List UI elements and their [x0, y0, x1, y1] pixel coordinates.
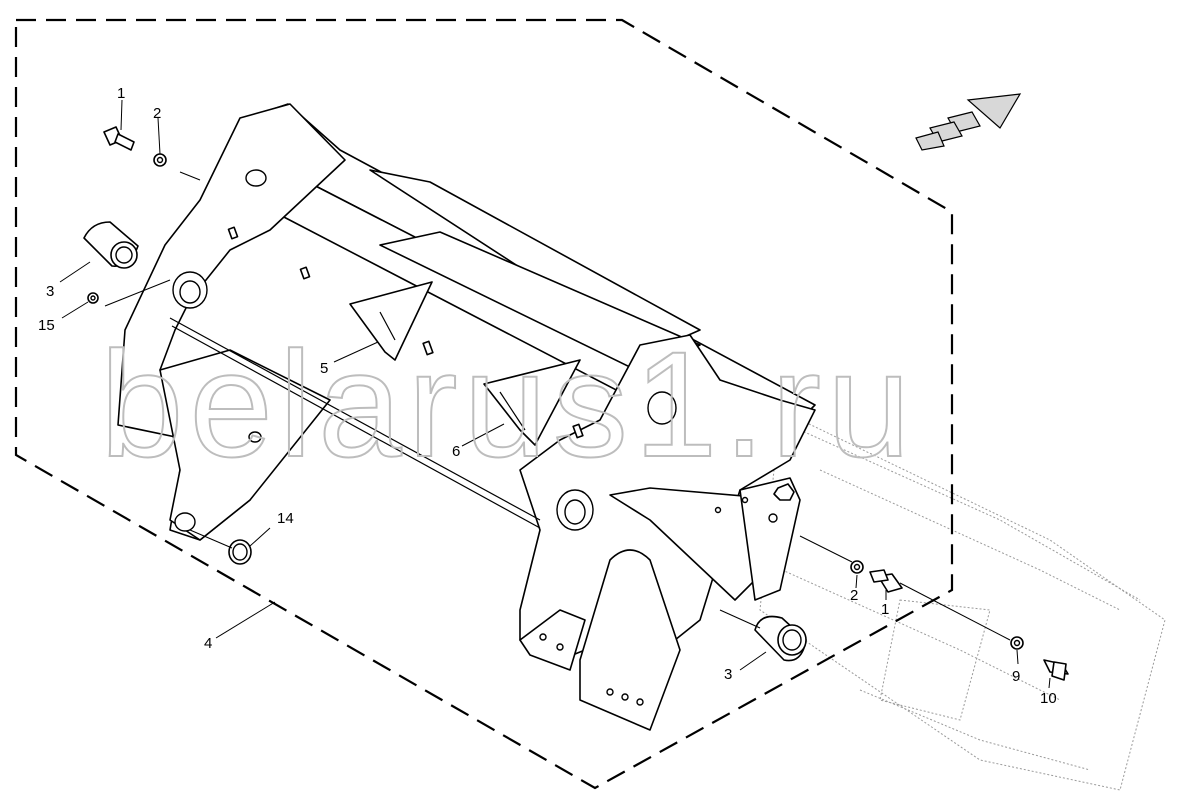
- callout-5: 5: [320, 360, 328, 377]
- washer-2-top: [153, 153, 167, 167]
- bolt-10: [1043, 659, 1069, 681]
- bushing-3-bottom: [754, 615, 807, 662]
- grease-fitting-15: [87, 292, 99, 304]
- callout-14: 14: [277, 510, 294, 527]
- washer-2-right: [850, 560, 864, 574]
- assembly-boundary-frame: [14, 18, 954, 790]
- callout-4: 4: [204, 635, 212, 652]
- nut: [773, 483, 795, 501]
- bushing-3-left: [83, 221, 139, 269]
- bolt-1-top: [103, 126, 135, 151]
- callout-2-right: 2: [850, 587, 858, 604]
- ring-14: [228, 539, 252, 565]
- callout-3-left: 3: [46, 283, 54, 300]
- callout-10: 10: [1040, 690, 1057, 707]
- callout-15: 15: [38, 317, 55, 334]
- callout-3-bottom: 3: [724, 666, 732, 683]
- main-frame: [117, 103, 816, 731]
- callout-1-right: 1: [881, 601, 889, 618]
- callout-2-top: 2: [153, 105, 161, 122]
- background-machine-outline: [759, 409, 1166, 791]
- callout-6: 6: [452, 443, 460, 460]
- gusset-5: [349, 281, 433, 361]
- bolt-1-right: [869, 569, 903, 593]
- callout-1-top: 1: [117, 85, 125, 102]
- callout-9: 9: [1012, 668, 1020, 685]
- watermark-text: belarus1.ru: [100, 320, 916, 488]
- direction-arrow-icon: [915, 93, 1022, 151]
- leader-lines: [59, 99, 1051, 689]
- washer-9: [1010, 636, 1024, 650]
- callout-labels: 1 2 3 15 5 6 14 4 2 1 3 9 10: [38, 85, 1057, 707]
- gusset-6: [483, 359, 581, 446]
